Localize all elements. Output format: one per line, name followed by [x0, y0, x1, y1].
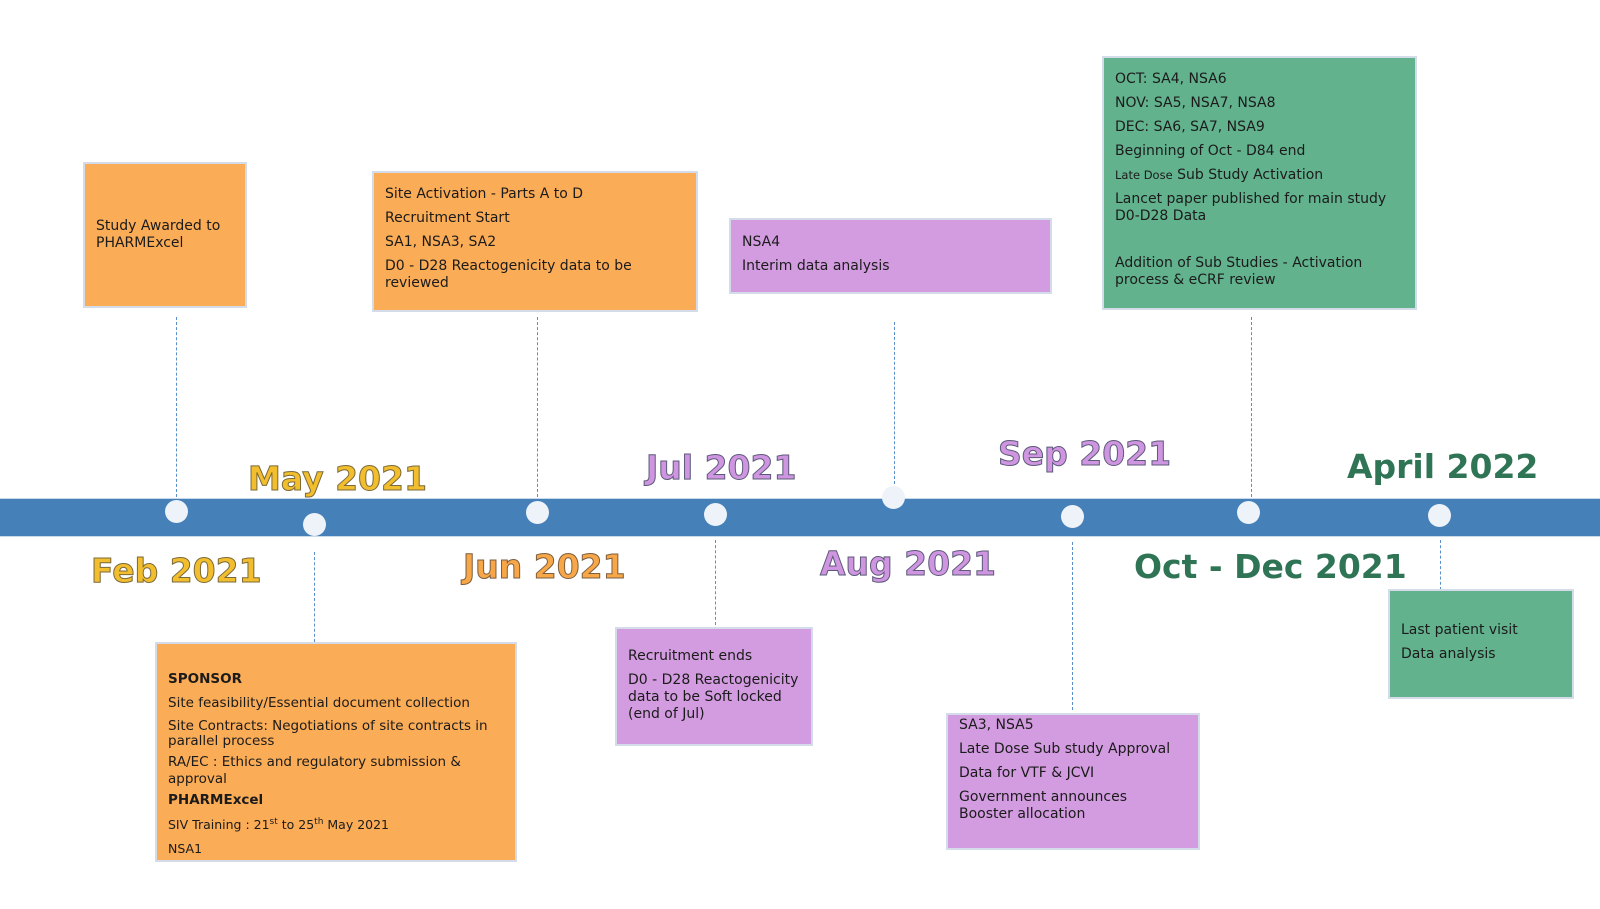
connector-feb-2021: [176, 317, 177, 497]
milestone-box-aug-2021: NSA4 Interim data analysis: [729, 218, 1052, 294]
date-label-april-2022: April 2022: [1347, 447, 1539, 486]
connector-april-2022: [1440, 540, 1441, 590]
box-text: Late Dose Sub study Approval: [959, 741, 1171, 757]
milestone-dot-jul-2021: [704, 503, 727, 526]
box-text: Beginning of Oct - D84 end: [1115, 143, 1306, 159]
box-text: Site feasibility/Essential document coll…: [168, 695, 470, 711]
siv-training-text: SIV Training : 21st to 25th May 2021: [168, 816, 504, 833]
milestone-dot-april-2022: [1428, 504, 1451, 527]
box-text: NOV: SA5, NSA7, NSA8: [1115, 95, 1276, 111]
milestone-box-sep-2021: SA3, NSA5 Late Dose Sub study Approval D…: [946, 713, 1200, 850]
box-text: Data analysis: [1401, 646, 1496, 662]
date-label-may-2021: May 2021: [248, 459, 428, 498]
timeline-bar: [0, 498, 1600, 537]
connector-oct-dec-2021: [1251, 317, 1252, 497]
box-text: DEC: SA6, SA7, NSA9: [1115, 119, 1265, 135]
date-label-feb-2021: Feb 2021: [91, 551, 263, 590]
milestone-dot-oct-dec-2021: [1237, 501, 1260, 524]
box-text: D0 - D28 Reactogenicity data to be Soft …: [628, 672, 799, 722]
box-text: OCT: SA4, NSA6: [1115, 71, 1227, 87]
box-text-small: Late Dose: [1115, 168, 1173, 182]
milestone-dot-aug-2021: [882, 486, 905, 509]
milestone-box-jun-2021: Site Activation - Parts A to D Recruitme…: [372, 171, 698, 312]
box-text: Recruitment Start: [385, 210, 510, 226]
box-text: to 25: [277, 817, 315, 832]
box-text: Site Activation - Parts A to D: [385, 186, 584, 202]
date-label-jul-2021: Jul 2021: [645, 448, 797, 487]
milestone-dot-jun-2021: [526, 501, 549, 524]
box-text: Late Dose Sub Study Activation: [1115, 167, 1404, 184]
box-text: May 2021: [323, 817, 390, 832]
milestone-dot-sep-2021: [1061, 505, 1084, 528]
box-text: NSA1: [168, 841, 203, 856]
box-text: Interim data analysis: [742, 258, 890, 274]
box-text: RA/EC : Ethics and regulatory submission…: [168, 754, 461, 787]
box-text: SA3, NSA5: [959, 717, 1034, 733]
milestone-box-april-2022: Last patient visit Data analysis: [1388, 589, 1574, 699]
connector-jul-2021: [715, 540, 716, 625]
box-text: Data for VTF & JCVI: [959, 765, 1095, 781]
connector-aug-2021: [894, 322, 895, 484]
milestone-box-may-2021: SPONSOR Site feasibility/Essential docum…: [155, 642, 517, 862]
box-text: Study Awarded to PHARMExcel: [96, 218, 221, 251]
milestone-box-jul-2021: Recruitment ends D0 - D28 Reactogenicity…: [615, 627, 813, 746]
box-text: NSA4: [742, 234, 781, 250]
milestone-box-oct-dec-2021: OCT: SA4, NSA6 NOV: SA5, NSA7, NSA8 DEC:…: [1102, 56, 1417, 310]
superscript: st: [269, 816, 278, 827]
box-text: Site Contracts: Negotiations of site con…: [168, 718, 488, 749]
milestone-dot-may-2021: [303, 513, 326, 536]
box-text: D0 - D28 Reactogenicity data to be revie…: [385, 258, 632, 291]
box-text: Sub Study Activation: [1172, 167, 1324, 183]
connector-sep-2021: [1072, 542, 1073, 710]
box-text: SIV Training : 21: [168, 817, 270, 832]
date-label-jun-2021: Jun 2021: [463, 547, 627, 586]
box-text: SA1, NSA3, SA2: [385, 234, 497, 250]
date-label-sep-2021: Sep 2021: [997, 434, 1172, 473]
date-label-aug-2021: Aug 2021: [820, 544, 997, 583]
connector-jun-2021: [537, 317, 538, 497]
sponsor-heading: SPONSOR: [168, 671, 242, 687]
milestone-dot-feb-2021: [165, 500, 188, 523]
pharmexcel-heading: PHARMExcel: [168, 792, 264, 808]
box-text: Government announces Booster allocation: [959, 789, 1127, 822]
box-text: Recruitment ends: [628, 648, 753, 664]
superscript: th: [314, 816, 324, 827]
connector-may-2021: [314, 552, 315, 642]
date-label-oct-dec-2021: Oct - Dec 2021: [1134, 547, 1407, 586]
milestone-box-feb-2021: Study Awarded to PHARMExcel: [83, 162, 247, 308]
box-text: Addition of Sub Studies - Activation pro…: [1115, 255, 1363, 288]
box-text: Lancet paper published for main study D0…: [1115, 191, 1387, 224]
box-text: Last patient visit: [1401, 622, 1518, 638]
